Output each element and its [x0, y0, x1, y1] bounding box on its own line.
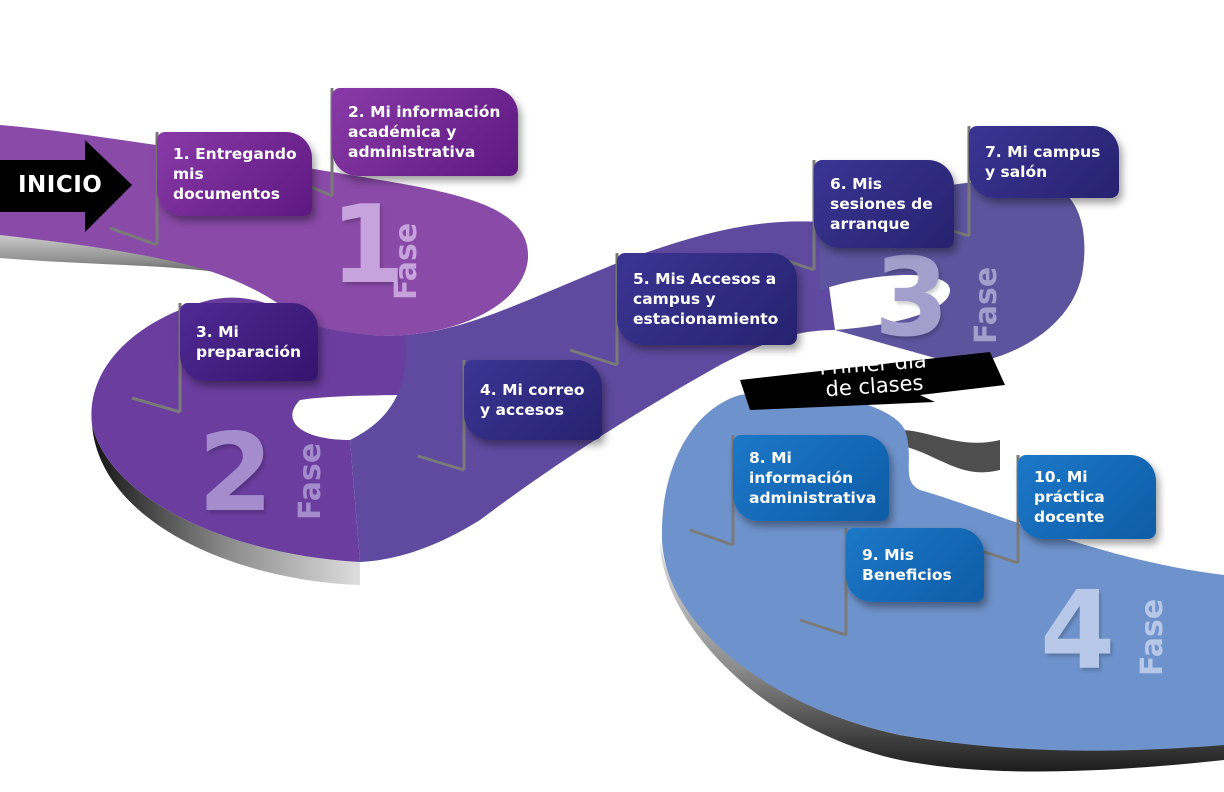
step-10-flag[interactable]: 10. Mi práctica docente	[1018, 455, 1156, 539]
step-6-flag[interactable]: 6. Mis sesiones de arranque	[814, 160, 954, 248]
phase-2-word: Fase	[293, 442, 328, 520]
inicio-label: INICIO	[18, 172, 103, 198]
phase-3-word: Fase	[969, 266, 1004, 344]
step-1-label: 1. Entregando mis documentos	[173, 145, 297, 203]
step-5-flag[interactable]: 5. Mis Accesos a campus y estacionamient…	[617, 253, 797, 345]
step-7-flag[interactable]: 7. Mi campus y salón	[969, 126, 1119, 198]
phase-1-word: Fase	[389, 222, 424, 300]
step-8-label: 8. Mi información administrativa	[749, 449, 877, 507]
road-phase1	[0, 125, 529, 336]
step-8-flag[interactable]: 8. Mi información administrativa	[733, 435, 889, 521]
step-7-label: 7. Mi campus y salón	[985, 143, 1101, 181]
inicio-arrow	[0, 140, 132, 232]
phase-4-word: Fase	[1135, 598, 1170, 676]
road-edge-loop-left	[92, 425, 360, 585]
phase-3-number: 3	[874, 236, 950, 361]
step-9-flag[interactable]: 9. Mis Beneficios	[846, 528, 984, 602]
milestone-banner-shape	[740, 352, 1005, 410]
phase-1-number: 1	[330, 183, 406, 308]
step-2-flag[interactable]: 2. Mi información académica y administra…	[332, 88, 518, 176]
step-1-flag[interactable]: 1. Entregando mis documentos	[157, 132, 312, 216]
step-5-label: 5. Mis Accesos a campus y estacionamient…	[633, 270, 779, 328]
step-9-label: 9. Mis Beneficios	[862, 546, 952, 584]
step-2-label: 2. Mi información académica y administra…	[348, 103, 501, 161]
step-3-flag[interactable]: 3. Mi preparación	[180, 303, 318, 381]
road-edge-bottom-right	[660, 540, 1224, 772]
phase-4-number: 4	[1040, 569, 1116, 694]
step-6-label: 6. Mis sesiones de arranque	[830, 175, 933, 233]
step-4-flag[interactable]: 4. Mi correo y accesos	[464, 360, 602, 440]
step-10-label: 10. Mi práctica docente	[1034, 468, 1105, 526]
step-3-label: 3. Mi preparación	[196, 323, 302, 361]
road-edge-phase3-drop	[900, 430, 1000, 473]
road-phase2	[91, 297, 430, 562]
phase-2-number: 2	[198, 411, 274, 536]
step-4-label: 4. Mi correo y accesos	[480, 381, 585, 419]
